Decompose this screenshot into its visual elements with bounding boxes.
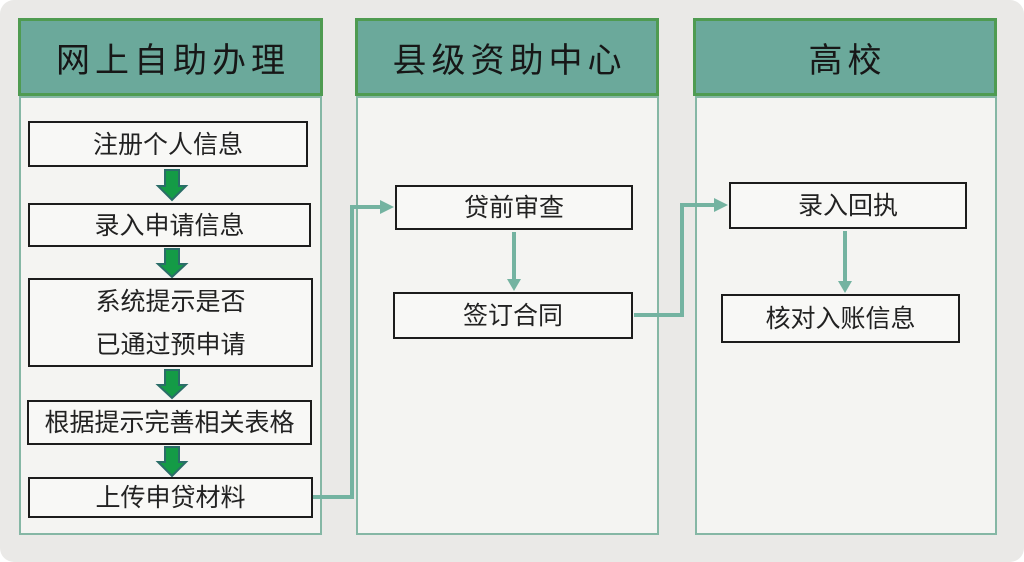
step-box-complete-forms: 根据提示完善相关表格 — [27, 400, 312, 445]
block-arrow-down-icon — [155, 169, 189, 202]
connector-contract-to-receipt — [634, 203, 715, 317]
arrowhead-down-icon — [838, 281, 852, 293]
step-box-register-info: 注册个人信息 — [28, 121, 308, 167]
step-box-verify-account-info: 核对入账信息 — [721, 294, 960, 343]
step-box-system-prompt: 系统提示是否 已通过预申请 — [28, 278, 313, 367]
column-header-county-center: 县级资助中心 — [355, 18, 659, 96]
arrowhead-right-icon — [714, 198, 728, 212]
step-box-upload-materials: 上传申贷材料 — [28, 477, 313, 518]
column-header-online-self-service: 网上自助办理 — [18, 18, 323, 96]
step-box-sign-contract: 签订合同 — [393, 292, 633, 339]
block-arrow-down-icon — [155, 446, 189, 478]
step-box-enter-receipt: 录入回执 — [729, 182, 967, 229]
block-arrow-down-icon — [155, 248, 189, 279]
column-header-university: 高校 — [693, 18, 997, 96]
connector-upload-to-review — [313, 205, 381, 499]
step-box-preloan-review: 贷前审查 — [395, 185, 633, 230]
arrowhead-right-icon — [380, 200, 394, 214]
block-arrow-down-icon — [155, 369, 189, 400]
step-box-enter-application: 录入申请信息 — [28, 203, 311, 247]
arrowhead-down-icon — [507, 279, 521, 291]
